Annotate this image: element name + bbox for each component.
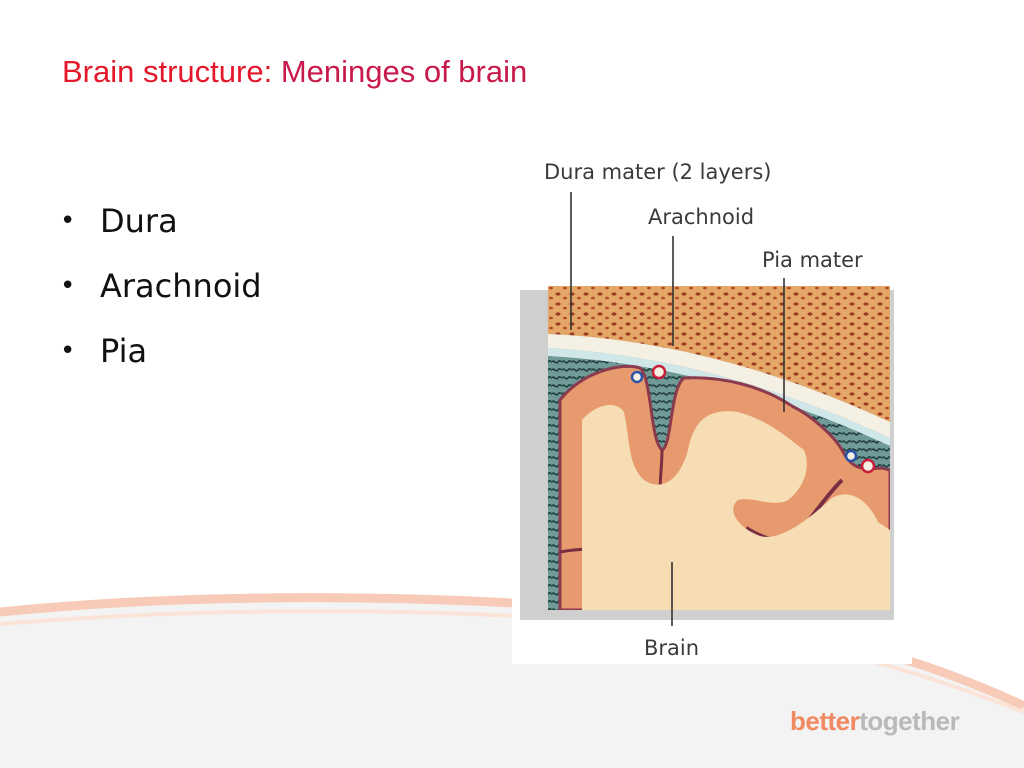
title-main: Brain structure: <box>62 54 281 89</box>
bullet-label: Arachnoid <box>100 266 262 305</box>
slide-title: Brain structure: Meninges of brain <box>62 54 527 90</box>
bullet-item: • Dura <box>60 188 262 253</box>
bullet-item: • Arachnoid <box>60 253 262 318</box>
bullet-label: Pia <box>100 331 148 370</box>
meninges-figure: Dura mater (2 layers) Arachnoid Pia mate… <box>512 150 912 664</box>
meninges-illustration: Dura mater (2 layers) Arachnoid Pia mate… <box>520 160 894 660</box>
title-subtitle: Meninges of brain <box>280 54 528 89</box>
better-together-logo: bettertogether <box>790 706 960 737</box>
bullet-item: • Pia <box>60 318 262 383</box>
label-dura-mater: Dura mater (2 layers) <box>544 160 772 184</box>
bullet-list: • Dura • Arachnoid • Pia <box>60 188 262 383</box>
bullet-label: Dura <box>100 201 178 240</box>
bullet-dot-icon: • <box>60 205 76 236</box>
label-brain: Brain <box>644 636 699 660</box>
brain-cross-section <box>548 286 890 610</box>
label-pia-mater: Pia mater <box>762 248 863 272</box>
label-arachnoid: Arachnoid <box>648 205 754 229</box>
logo-part-together: together <box>859 706 960 736</box>
bullet-dot-icon: • <box>60 335 76 366</box>
bullet-dot-icon: • <box>60 270 76 301</box>
logo-part-better: better <box>790 706 860 736</box>
